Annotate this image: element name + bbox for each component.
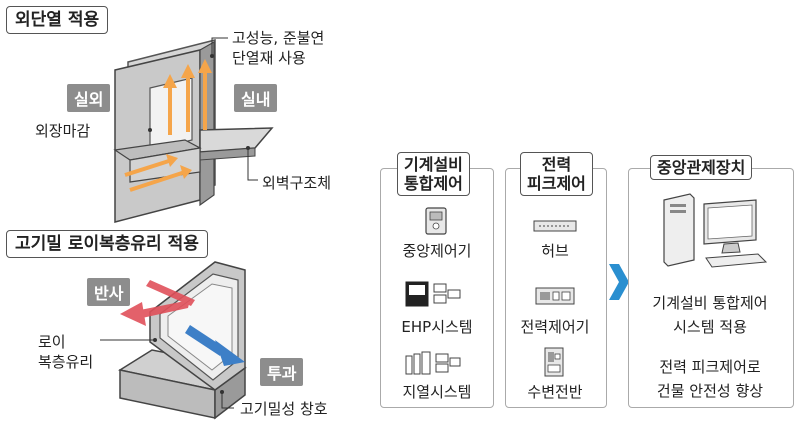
window-title: 고기밀 로이복층유리 적용 bbox=[6, 230, 208, 258]
tag-indoor: 실내 bbox=[234, 84, 278, 112]
chevron-right-icon bbox=[609, 264, 629, 300]
panel1-title-line1: 기계설비 bbox=[404, 155, 463, 174]
panel3-desc1-line1: 기계설비 통합제어 bbox=[652, 294, 768, 312]
switchboard-icon bbox=[544, 347, 564, 377]
panel3-desc2-line1: 전력 피크제어로 bbox=[659, 358, 761, 376]
tag-reflect: 반사 bbox=[87, 278, 131, 306]
panel2-item-1: 전력제어기 bbox=[520, 318, 590, 336]
panel3-desc2: 전력 피크제어로 건물 안전성 향상 bbox=[630, 355, 790, 403]
central-controller-icon bbox=[425, 207, 447, 235]
panel3-desc2-line2: 건물 안전성 향상 bbox=[656, 382, 764, 400]
panel2-item-0: 허브 bbox=[541, 242, 569, 260]
tag-transmit: 투과 bbox=[260, 358, 304, 386]
panel3-desc1-line2: 시스템 적용 bbox=[673, 318, 747, 336]
power-controller-icon bbox=[535, 287, 575, 305]
label-exterior-finish: 외장마감 bbox=[35, 122, 91, 140]
label-lowe-line2: 복층유리 bbox=[38, 353, 94, 371]
label-lowe-line1: 로이 bbox=[38, 333, 66, 351]
panel1-title-line2: 통합제어 bbox=[404, 174, 463, 193]
hub-icon bbox=[533, 220, 577, 232]
panel1-item-1: EHP시스템 bbox=[401, 318, 473, 336]
callout-line1: 고성능, 준불연 bbox=[232, 29, 325, 47]
panel2-title-line2: 피크제어 bbox=[527, 174, 586, 193]
callout-insulation-material: 고성능, 준불연 단열재 사용 bbox=[232, 28, 324, 68]
label-airtight-window: 고기밀성 창호 bbox=[240, 400, 328, 418]
panel1-item-0: 중앙제어기 bbox=[402, 242, 472, 260]
panel1-item-2: 지열시스템 bbox=[402, 383, 472, 401]
panel2-title: 전력 피크제어 bbox=[520, 152, 593, 196]
panel2-title-line1: 전력 bbox=[541, 155, 572, 174]
ehp-system-icon bbox=[405, 281, 461, 307]
panel1-title: 기계설비 통합제어 bbox=[397, 152, 470, 196]
panel2-item-2: 수변전반 bbox=[527, 383, 583, 401]
label-wall-structure: 외벽구조체 bbox=[262, 174, 332, 192]
panel3-desc1: 기계설비 통합제어 시스템 적용 bbox=[630, 291, 790, 339]
label-lowe-glass: 로이 복층유리 bbox=[38, 332, 93, 372]
tag-outdoor: 실외 bbox=[67, 84, 111, 112]
computer-icon bbox=[663, 193, 768, 268]
geothermal-system-icon bbox=[405, 351, 461, 375]
panel3-title: 중앙관제장치 bbox=[650, 155, 753, 180]
callout-line2: 단열재 사용 bbox=[232, 49, 306, 67]
insulation-title: 외단열 적용 bbox=[6, 6, 109, 34]
